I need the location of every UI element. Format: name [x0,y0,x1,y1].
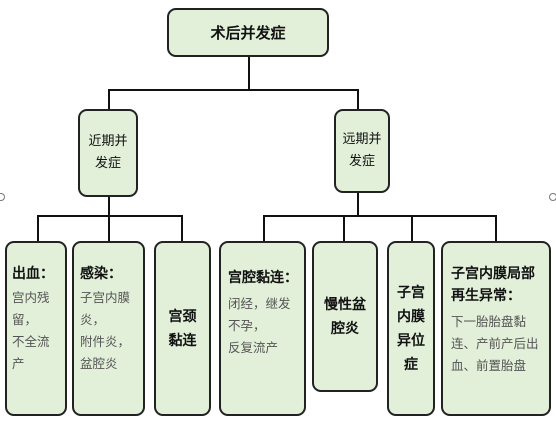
leaf-node-cervical-adhesion: 宫颈 黏连 [154,241,211,416]
leaf-detail-line: 产 [12,356,25,371]
leaf-detail-line: 留， [12,312,38,327]
leaf-title-line: 症 [404,356,418,373]
root-node: 术后并发症 [167,8,329,57]
leaf-detail-line: 炎， [80,312,106,327]
leaf-detail-line: 子宫内膜 [80,290,131,305]
connector-to-near [108,89,110,110]
leaf-detail-line: 连、产前产后出 [451,336,539,351]
connector-far-bar [263,215,497,217]
branch-label-line: 发症 [348,154,375,169]
leaf-detail-line: 闭经，继发 [228,296,291,311]
leaf-title: 感染： [80,266,122,282]
leaf-title-line: 慢性盆 [324,296,366,313]
branch-node-long-term: 远期并 发症 [334,109,390,193]
leaf-title-line: 内膜 [397,308,425,325]
selection-handle-right[interactable] [549,193,556,201]
leaf-title-line: 腔炎 [331,320,359,337]
leaf-detail-line: 血、前置胎盘 [451,358,527,373]
branch-label-line: 发症 [94,156,121,171]
connector-root-bar [108,89,359,91]
leaf-node-endometriosis: 子宫 内膜 异位 症 [387,241,435,416]
connector-root-down [248,56,250,90]
leaf-title: 宫腔黏连： [228,270,298,286]
branch-label-line: 近期并 [88,134,128,149]
leaf-title-line: 宫颈 [168,308,197,325]
connector-far-leaf1 [263,215,265,241]
leaf-detail-line: 附件炎， [80,334,131,349]
connector-far-leaf3 [411,215,413,241]
leaf-node-infection: 感染： 子宫内膜 炎， 附件炎， 盆腔炎 [72,241,145,416]
leaf-detail-line: 反复流产 [228,340,279,355]
leaf-node-intrauterine-adhesion: 宫腔黏连： 闭经，继发 不孕， 反复流产 [219,241,306,416]
leaf-title-line: 子宫 [397,284,425,301]
connector-near-leaf1 [37,215,39,241]
leaf-node-chronic-pelvic-inflammation: 慢性盆 腔炎 [312,241,378,392]
branch-label-line: 远期并 [342,132,382,147]
leaf-title-line: 异位 [397,332,425,349]
leaf-detail-line: 不全流 [12,334,50,349]
connector-near-leaf3 [181,215,183,241]
leaf-title-line: 子宫内膜局部 [451,266,535,282]
branch-node-near-term: 近期并 发症 [78,109,138,197]
leaf-title-line: 黏连 [168,332,197,349]
selection-handle-left[interactable] [0,193,5,201]
connector-far-leaf4 [495,215,497,241]
leaf-detail-line: 盆腔炎 [80,356,118,371]
root-label: 术后并发症 [210,24,286,42]
leaf-detail-line: 下一胎胎盘黏 [451,314,527,329]
leaf-detail-line: 宫内残 [12,290,50,305]
connector-far-down [357,192,359,217]
leaf-detail-line: 不孕， [228,318,266,333]
connector-far-leaf2 [343,215,345,241]
leaf-title: 出血： [12,266,54,282]
connector-near-bar [37,215,183,217]
leaf-node-endometrial-regeneration: 子宫内膜局部 再生异常： 下一胎胎盘黏 连、产前产后出 血、前置胎盘 [441,241,551,416]
leaf-node-bleeding: 出血： 宫内残 留， 不全流 产 [5,241,67,416]
connector-near-down [108,195,110,217]
connector-near-leaf2 [108,215,110,241]
connector-to-far [357,89,359,110]
leaf-title-line: 再生异常： [451,288,521,304]
